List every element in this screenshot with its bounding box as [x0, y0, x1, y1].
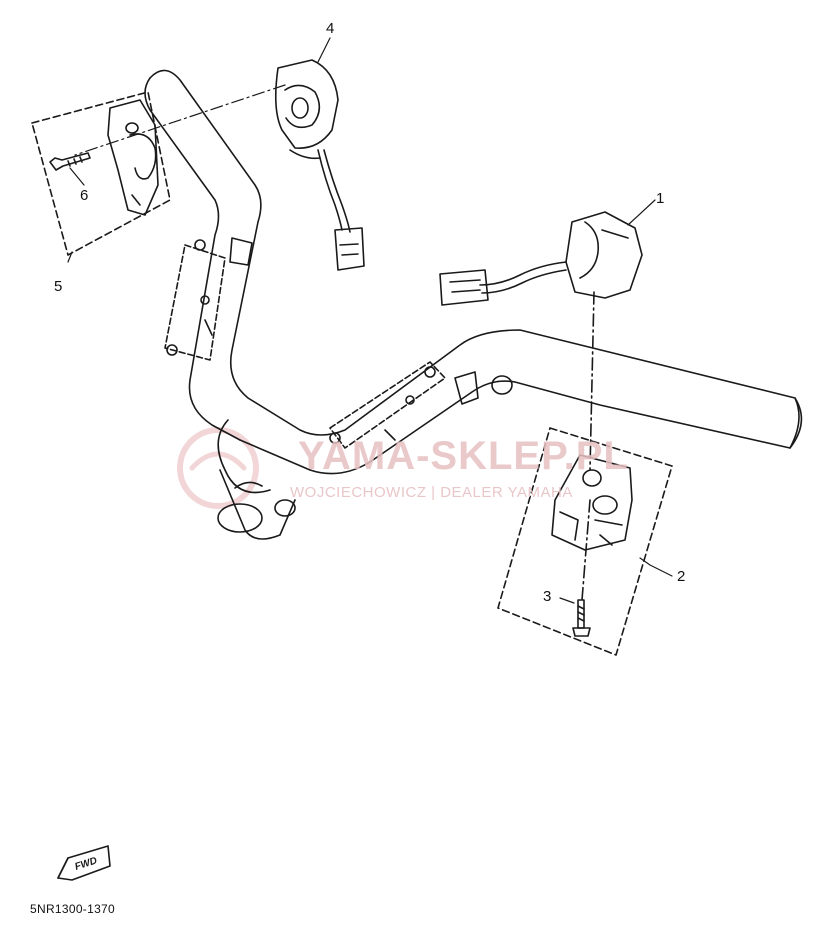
- callout-3: 3: [543, 588, 552, 605]
- forward-arrow-icon: [57, 845, 111, 881]
- callout-2: 2: [677, 568, 686, 585]
- watermark-logo-icon: [177, 427, 259, 509]
- callout-4: 4: [326, 20, 335, 37]
- callout-5: 5: [54, 278, 63, 295]
- diagram-code: 5NR1300-1370: [30, 902, 115, 916]
- right-handlebar-switch-assembly: [439, 211, 643, 306]
- handlebar: [144, 69, 803, 540]
- watermark-text: YAMA-SKLEP.PL: [298, 434, 629, 478]
- left-handlebar-switch-assembly: [274, 59, 365, 271]
- left-switch-lower-housing-group: [31, 84, 286, 256]
- fwd-label: FWD: [74, 855, 99, 873]
- callout-leaders: [67, 37, 673, 604]
- switch-lower-housing-group: [497, 291, 673, 656]
- callout-6: 6: [80, 187, 89, 204]
- watermark-subtext: WOJCIECHOWICZ | DEALER YAMAHA: [290, 484, 573, 501]
- callout-1: 1: [656, 190, 665, 207]
